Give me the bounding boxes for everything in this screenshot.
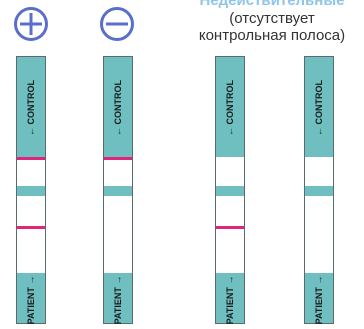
strip-patient-label: PATIENT → (26, 275, 36, 325)
invalid-note-line-2: контрольная полоса) (198, 27, 346, 44)
strip-patient-label: PATIENT → (314, 275, 324, 325)
test-line-upper (17, 157, 45, 160)
strip-patient-label: PATIENT → (225, 275, 235, 325)
positive-symbol-icon (14, 7, 48, 41)
negative-symbol-icon (100, 7, 134, 41)
test-line-lower (216, 226, 244, 229)
strip-patient-label: PATIENT → (113, 275, 123, 325)
test-strip-negative: ← CONTROL PATIENT → (103, 56, 133, 324)
test-line-lower (17, 226, 45, 229)
test-strip-invalid-2: ← CONTROL PATIENT → (304, 56, 334, 324)
invalid-note-line-1: (отсутствует (229, 10, 315, 27)
test-line-upper (104, 157, 132, 160)
strip-control-label: ← CONTROL (314, 79, 324, 137)
invalid-result-title: Недействительные (199, 0, 345, 9)
strip-control-label: ← CONTROL (225, 79, 235, 137)
strip-control-label: ← CONTROL (26, 79, 36, 137)
strip-control-label: ← CONTROL (113, 79, 123, 137)
test-strip-positive: ← CONTROL PATIENT → (16, 56, 46, 324)
test-strip-invalid-1: ← CONTROL PATIENT → (215, 56, 245, 324)
